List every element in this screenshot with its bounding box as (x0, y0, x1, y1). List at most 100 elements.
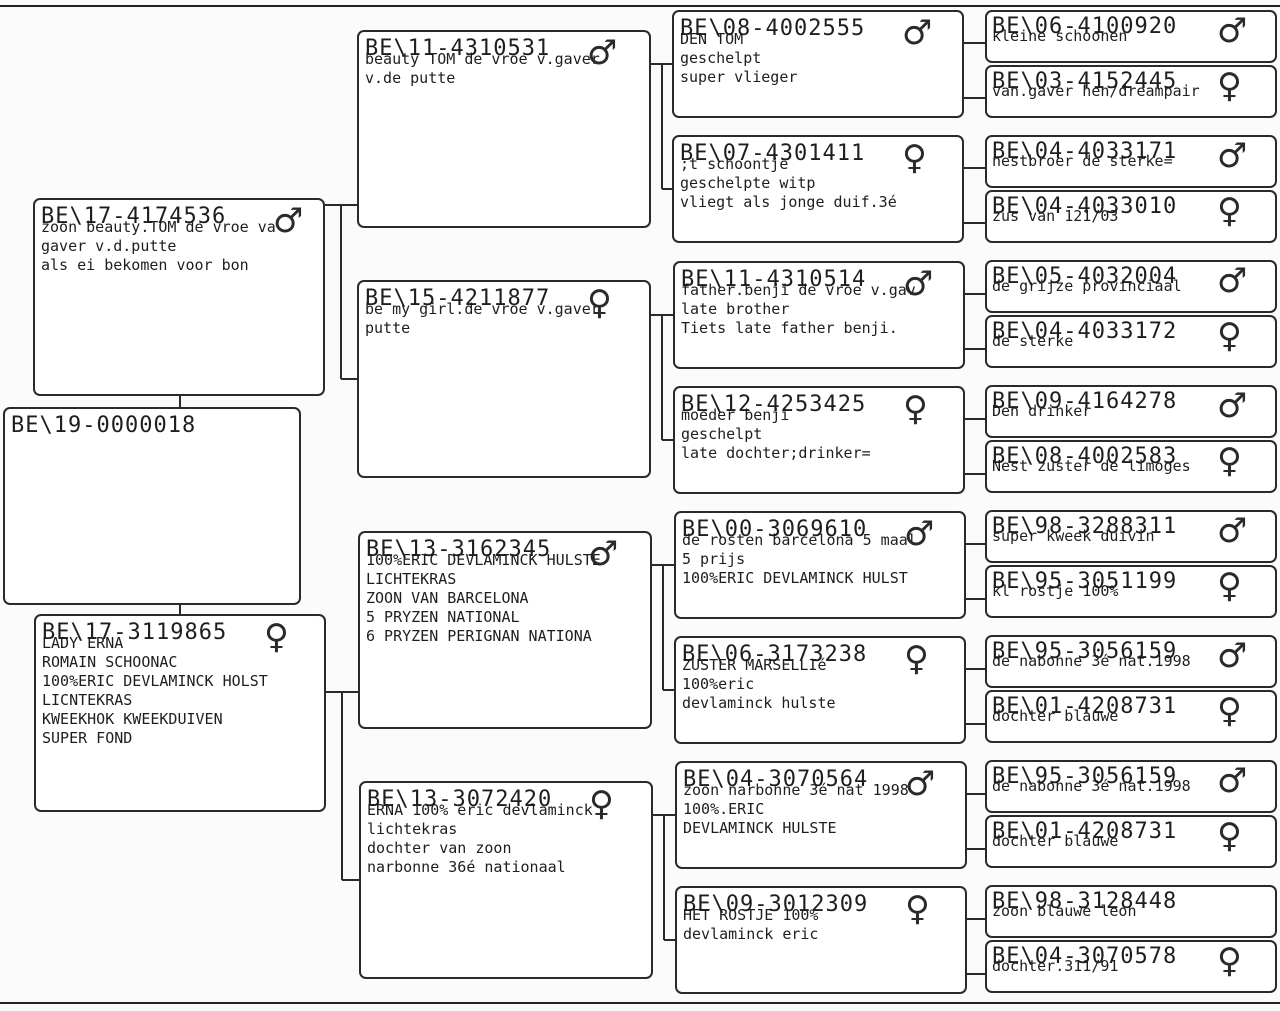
female-symbol-icon: ♀ (902, 138, 927, 178)
male-symbol-icon: ♂ (1217, 511, 1248, 551)
gen4-ring-number: BE\95-3056159 (992, 764, 1178, 789)
male-symbol-icon: ♂ (1217, 636, 1248, 676)
gen2-ring-number: BE\15-4211877 (365, 286, 551, 311)
male-symbol-icon: ♂ (587, 33, 618, 73)
grandsire-maternal-card[interactable]: BE\13-3162345 100%ERIC DEVLAMINCK HULSTE… (358, 531, 652, 729)
granddam-paternal-card[interactable]: BE\15-4211877 be my girl.de vroe v.gaver… (357, 280, 651, 478)
female-symbol-icon: ♀ (1217, 941, 1242, 981)
gen4-ring-number: BE\09-4164278 (992, 389, 1178, 414)
female-symbol-icon: ♀ (1217, 816, 1242, 856)
gen3-ring-number: BE\06-3173238 (682, 642, 868, 667)
male-symbol-icon: ♂ (1217, 261, 1248, 301)
female-symbol-icon: ♀ (904, 639, 929, 679)
subject-card[interactable]: BE\19-0000018 (3, 407, 301, 605)
gen4-ring-number: BE\95-3056159 (992, 639, 1178, 664)
female-symbol-icon: ♀ (905, 889, 930, 929)
male-symbol-icon: ♂ (588, 534, 619, 574)
sire-card[interactable]: BE\17-4174536 zoon beauty.TOM de vroe va… (33, 198, 325, 396)
gen4-note: super kweek duivin (992, 527, 1155, 545)
female-symbol-icon: ♀ (587, 283, 612, 323)
gen4-ring-number: BE\04-4033010 (992, 194, 1178, 219)
gen3-card-5[interactable]: BE\00-3069610 de rosten barcelona 5 maal… (674, 511, 966, 619)
gen4-note: dochter blauwe (992, 832, 1119, 850)
gen4-ring-number: BE\01-4208731 (992, 819, 1178, 844)
gen4-ring-number: BE\03-4152445 (992, 69, 1178, 94)
male-symbol-icon: ♂ (904, 514, 935, 554)
gen3-card-3[interactable]: BE\11-4310514 father.benji de vroe v.gav… (673, 261, 965, 369)
gen4-note: dochter.311/91 (992, 957, 1119, 975)
female-symbol-icon: ♀ (1217, 191, 1242, 231)
gen4-ring-number: BE\05-4032004 (992, 264, 1178, 289)
gen4-ring-number: BE\04-4033171 (992, 139, 1178, 164)
gen4-note: nestbroer de sterke= (992, 152, 1173, 170)
gen3-ring-number: BE\12-4253425 (681, 392, 867, 417)
gen3-ring-number: BE\11-4310514 (681, 267, 867, 292)
subject-ring-number: BE\19-0000018 (11, 413, 197, 438)
gen3-ring-number: BE\08-4002555 (680, 16, 866, 41)
gen4-note: de nabonne 3é nat.1998 (992, 777, 1191, 795)
gen4-ring-number: BE\98-3128448 (992, 889, 1178, 914)
female-symbol-icon: ♀ (1217, 66, 1242, 106)
male-symbol-icon: ♂ (905, 764, 936, 804)
male-symbol-icon: ♂ (1217, 11, 1248, 51)
gen4-ring-number: BE\08-4002583 (992, 444, 1178, 469)
dam-ring-number: BE\17-3119865 (42, 620, 228, 645)
gen4-note: van.gaver hen/dreampair (992, 82, 1200, 100)
female-symbol-icon: ♀ (1217, 566, 1242, 606)
gen4-ring-number: BE\01-4208731 (992, 694, 1178, 719)
gen4-ring-number: BE\98-3288311 (992, 514, 1178, 539)
male-symbol-icon: ♂ (273, 201, 304, 241)
gen4-note: zoon blauwe leon (992, 902, 1137, 920)
male-symbol-icon: ♂ (902, 13, 933, 53)
gen3-ring-number: BE\04-3070564 (683, 767, 869, 792)
bottom-rule (0, 1002, 1280, 1004)
gen3-ring-number: BE\07-4301411 (680, 141, 866, 166)
gen2-ring-number: BE\13-3072420 (367, 787, 553, 812)
gen2-ring-number: BE\11-4310531 (365, 36, 551, 61)
gen4-note: de sterke (992, 332, 1074, 350)
male-symbol-icon: ♂ (1217, 386, 1248, 426)
sire-ring-number: BE\17-4174536 (41, 204, 227, 229)
gen4-note: dochter blauwe (992, 707, 1119, 725)
gen4-note: de nabonne 3é nat.1998 (992, 652, 1191, 670)
top-rule (0, 5, 1280, 7)
gen3-ring-number: BE\00-3069610 (682, 517, 868, 542)
female-symbol-icon: ♀ (1217, 441, 1242, 481)
gen3-card-8[interactable]: BE\09-3012309 HET ROSTJE 100%devlaminck … (675, 886, 967, 994)
grandsire-paternal-card[interactable]: BE\11-4310531 beauty TOM de vroe v.gaver… (357, 30, 651, 228)
gen2-ring-number: BE\13-3162345 (366, 537, 552, 562)
female-symbol-icon: ♀ (1217, 691, 1242, 731)
gen3-notes: HET ROSTJE 100%devlaminck eric (683, 906, 819, 943)
